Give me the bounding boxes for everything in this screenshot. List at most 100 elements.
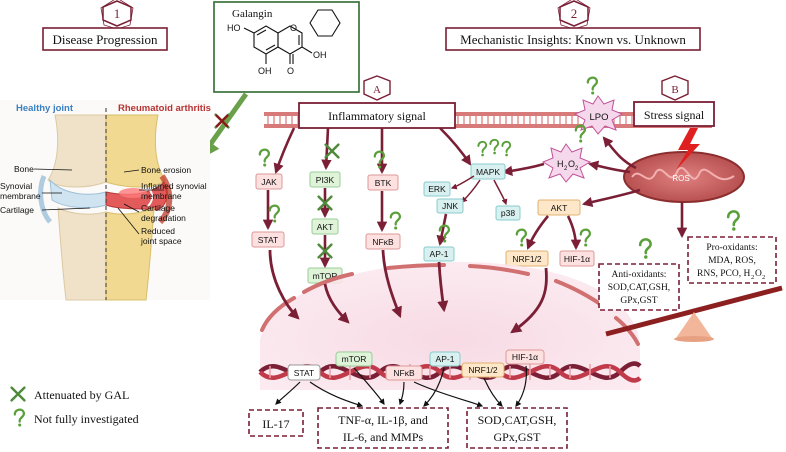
cartilage-degradation-line2: degradation [141,213,186,223]
nfkb-question-icon [389,211,402,231]
galangin-carbonyl-oxygen: O [287,66,294,76]
h2o2-sub1: 2 [564,166,568,172]
bone-erosion-label: Bone erosion [141,165,191,175]
dna-nfkb-node [385,365,423,381]
btk-node [367,174,399,191]
lpo-label: LPO [589,112,608,123]
prooxidant-question-icon [726,210,740,232]
signal-a-badge: A [363,75,391,101]
prooxidant-balance-box [687,236,777,284]
pi3k-label: PI3K [316,175,335,185]
nfkb-to-nucleus-arrow [381,249,402,319]
nrf-hif-to-nucleus-arrow [510,267,548,334]
dna-stat-node [287,364,321,381]
knee-joint-illustration [0,100,210,301]
galangin-ho-left: HO [227,23,241,33]
antioxidant-output-line2: GPx,GST [493,430,541,444]
balance-scale [605,285,783,342]
hif-label: HIF-1α [564,254,590,264]
mapk-to-erk-arrow [450,175,475,190]
membrane-to-mapk-arrow [439,127,472,166]
ros-label: ROS [672,174,689,183]
akt-to-nrf-arrow [526,215,549,250]
section-1-badge: 1 [100,0,134,30]
dna-mtor-node [335,351,373,367]
cartilage-label: Cartilage [0,205,34,215]
dna-stat-label: STAT [294,368,314,378]
nrf-node [505,250,549,267]
cartilage-pointer [41,207,91,211]
mechanistic-insights-title: Mechanistic Insights: Known vs. Unknown [460,32,686,47]
legend-attenuated-icon [10,386,26,402]
jnk-to-ap1-arrow [436,213,448,247]
il17-label: IL-17 [262,417,289,431]
rheumatoid-arthritis-label: Rheumatoid arthritis [118,103,211,114]
mapk-question-icon-3 [501,140,512,158]
galangin-name: Galangin [232,8,273,20]
cytokines-line1: TNF-α, IL-1β, and [338,413,428,427]
legend-not-investigated-label: Not fully investigated [34,412,139,426]
section-2-number: 2 [571,6,578,21]
stat-label: STAT [258,235,278,245]
nfkb-to-cytokines-arrow [398,381,405,406]
stat-node [251,231,285,248]
dna-nrf-label: NRF1/2 [468,365,498,375]
antioxidant-output-line1: SOD,CAT,GSH, [478,413,557,427]
galangin-oh-right: OH [313,50,327,60]
galangin-red-cross-icon [215,114,229,128]
ros-to-h2o2-arrow [587,160,631,174]
membrane-to-jak-arrow [273,127,296,174]
mitochondrion [623,151,745,203]
lpo-burst [573,95,624,135]
antioxidant-question-icon [638,238,652,260]
dna-hif-node [505,349,545,365]
galangin-molecule [243,9,341,64]
prooxidant-balance-line3a: RNS, PCO, H [697,269,750,279]
akt-stress-node [537,199,581,216]
mapk-question-icon-2 [489,138,500,156]
prooxidant-balance-line2: MDA, ROS, [708,256,756,266]
stat-to-cytokines-arrow [309,381,364,408]
section-2-badge: 2 [557,0,591,30]
signal-a-letter: A [373,84,381,96]
h2o2-to-mapk-arrow [501,162,545,176]
mapk-label: MAPK [476,167,500,177]
p38-node [495,205,521,221]
jnk-node [436,198,464,214]
p38-label: p38 [501,208,515,218]
inflamed-label-line1: Inflamed synovial [141,181,207,191]
mapk-to-jnk-arrow [461,179,481,203]
jak-label: JAK [261,177,277,187]
stress-signal-box [633,101,715,127]
mtor-label: mTOR [313,271,338,281]
mapk-node [470,163,506,180]
hif-question-icon [579,228,592,248]
to-il17-arrow [275,381,301,405]
legend-attenuated-label: Attenuated by GAL [34,388,129,402]
ros-to-akt-arrow [581,188,641,208]
bone-label: Bone [14,164,34,174]
nrf-question-icon [515,228,528,248]
ros-to-lpo-arrow [602,136,637,170]
prooxidant-balance-sub2: 2 [762,274,765,281]
dna-hif-label: HIF-1α [512,352,538,362]
signal-b-badge: B [661,75,689,101]
pi3k-node [309,171,341,188]
galangin-oh-bottom: OH [258,66,272,76]
antioxidant-balance-box [598,263,680,311]
cartilage-degradation-line1: Cartilage [141,203,175,213]
antioxidant-balance-line3: GPx,GST [620,296,657,306]
inflamed-label-line2: membrane [141,191,182,201]
stress-signal-label: Stress signal [644,108,705,122]
prooxidant-balance-line1: Pro-oxidants: [706,243,757,253]
antioxidant-output-box [466,407,568,449]
mechanistic-insights-box [445,27,701,51]
dna-nrf-node [461,362,505,378]
lpo-question-icon [586,76,599,96]
inflammatory-signal-box [298,102,456,129]
membrane-to-pi3k-arrow [321,127,332,171]
bone-pointer [33,168,73,171]
il17-box [248,409,304,437]
dna-mtor-label: mTOR [342,354,367,364]
